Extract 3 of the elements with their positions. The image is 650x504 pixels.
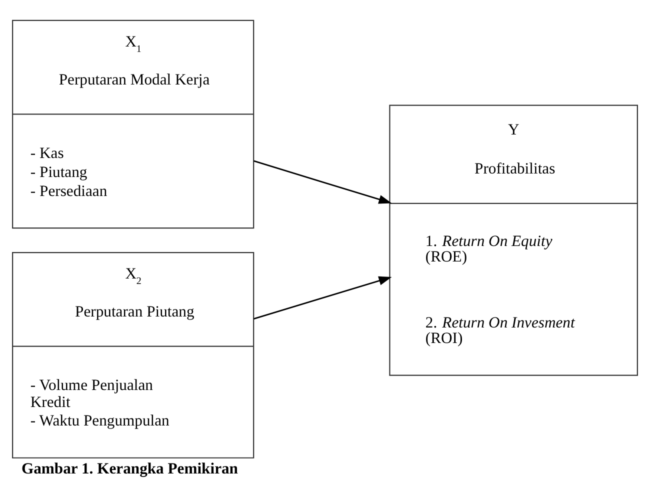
arrow	[254, 160, 392, 204]
arrow	[254, 276, 392, 320]
caption: Gambar 1. Kerangka Pemikiran	[21, 460, 238, 478]
